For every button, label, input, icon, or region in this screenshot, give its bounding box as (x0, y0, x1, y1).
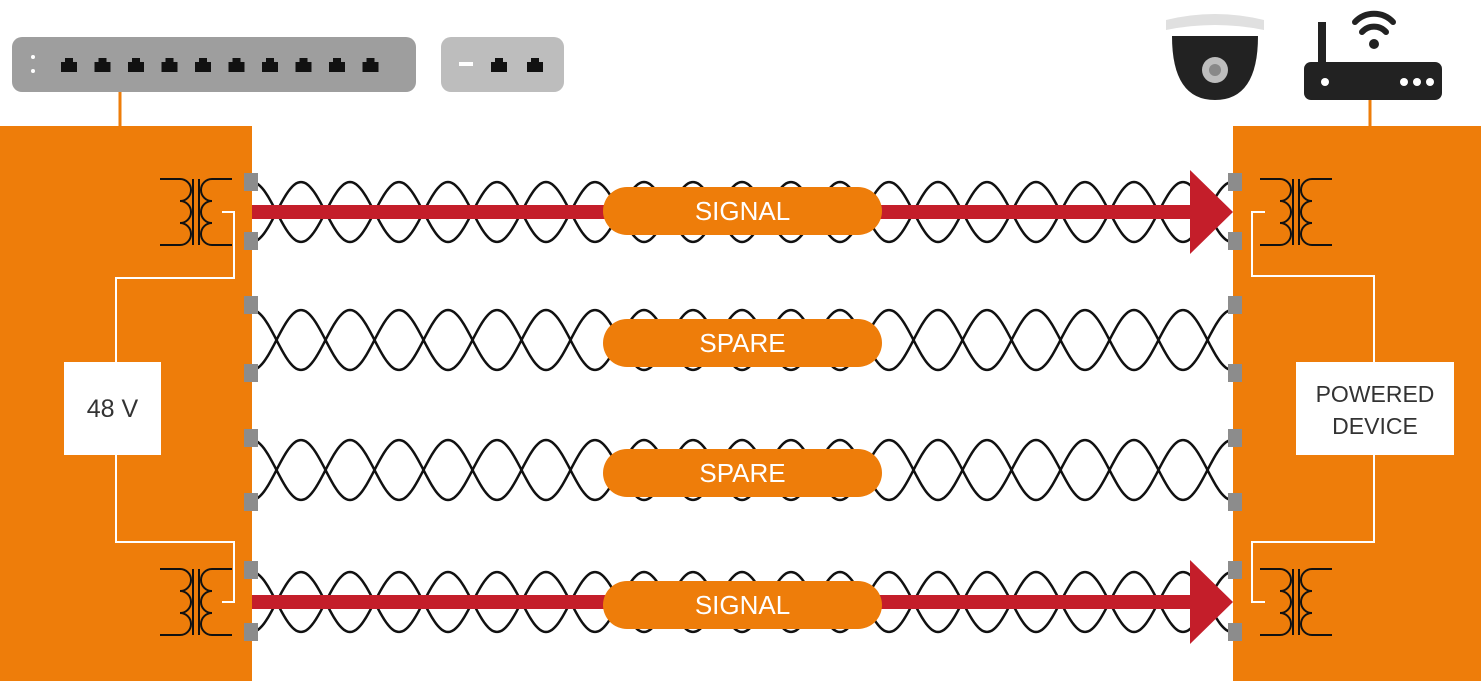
pair-wire-1 (251, 570, 1233, 634)
pd-transformer-icon (1260, 178, 1332, 246)
pair-label-1-text: SIGNAL (695, 196, 790, 226)
pair-label-2-text: SPARE (699, 328, 785, 358)
pd-connector-pin (1228, 232, 1242, 250)
injector-port-icon (491, 58, 507, 72)
switch-port-icon (195, 58, 211, 72)
powered-device-box: POWERED DEVICE (1296, 362, 1454, 455)
pse-connector-pin (244, 493, 258, 511)
switch-port-icon (262, 58, 278, 72)
psu-box: 48 V (64, 362, 161, 455)
twisted-pair-3 (251, 438, 1233, 502)
pair-wire-2 (251, 308, 1233, 372)
pair-wire-1 (251, 180, 1233, 244)
pse-power-wiring (115, 211, 235, 603)
pd-connector-pin (1228, 296, 1242, 314)
switch-port-icon (329, 58, 345, 72)
pair-label-3: SPARE (603, 449, 882, 497)
pair-wire-1 (251, 438, 1233, 502)
pse-connector-pin (244, 232, 258, 250)
pair-wire-1 (251, 308, 1233, 372)
dome-camera-icon (1166, 14, 1264, 100)
pse-transformer-icon (160, 568, 232, 636)
switch-port-icon (362, 58, 379, 72)
pair-label-4-text: SIGNAL (695, 590, 790, 620)
pd-label-line2: DEVICE (1332, 413, 1418, 439)
injector-port-icon (527, 58, 543, 72)
pd-connector-pin (1228, 173, 1242, 191)
wifi-router-icon (1304, 10, 1442, 100)
pair-wire-2 (251, 438, 1233, 502)
pse-connector-pin (244, 623, 258, 641)
pair-labels: SIGNAL SPARE SPARE SIGNAL (603, 187, 882, 629)
pd-connector-pin (1228, 561, 1242, 579)
switch-port-icon (161, 58, 178, 72)
switch-port-icon (61, 58, 77, 72)
twisted-pair-2 (251, 308, 1233, 372)
pair-label-4: SIGNAL (603, 581, 882, 629)
pd-connector-pin (1228, 623, 1242, 641)
pd-connector-pin (1228, 364, 1242, 382)
poe-injector-icon (441, 37, 564, 92)
pd-transformer-icon (1260, 568, 1332, 636)
switch-port-icon (228, 58, 245, 72)
twisted-pair-1 (251, 180, 1233, 244)
pair-wire-2 (251, 570, 1233, 634)
pd-connector-pin (1228, 493, 1242, 511)
twisted-pair-4 (251, 570, 1233, 634)
network-switch-icon (12, 37, 416, 92)
pse-transformer-icon (160, 178, 232, 246)
switch-port-icon (295, 58, 312, 72)
pair-label-2: SPARE (603, 319, 882, 367)
pd-power-wiring (1251, 211, 1375, 603)
pair-label-1: SIGNAL (603, 187, 882, 235)
switch-port-icon (94, 58, 111, 72)
twisted-pairs (251, 180, 1233, 634)
pair-label-3-text: SPARE (699, 458, 785, 488)
pse-connector-pin (244, 561, 258, 579)
pse-connector-pin (244, 429, 258, 447)
pair-wire-2 (251, 180, 1233, 244)
transformers (160, 178, 1332, 636)
switch-port-icon (128, 58, 144, 72)
connectors (244, 173, 1242, 641)
pd-connector-pin (1228, 429, 1242, 447)
psu-label: 48 V (87, 395, 139, 423)
pse-connector-pin (244, 296, 258, 314)
pse-connector-pin (244, 173, 258, 191)
pse-connector-pin (244, 364, 258, 382)
pd-label-line1: POWERED (1316, 381, 1435, 407)
